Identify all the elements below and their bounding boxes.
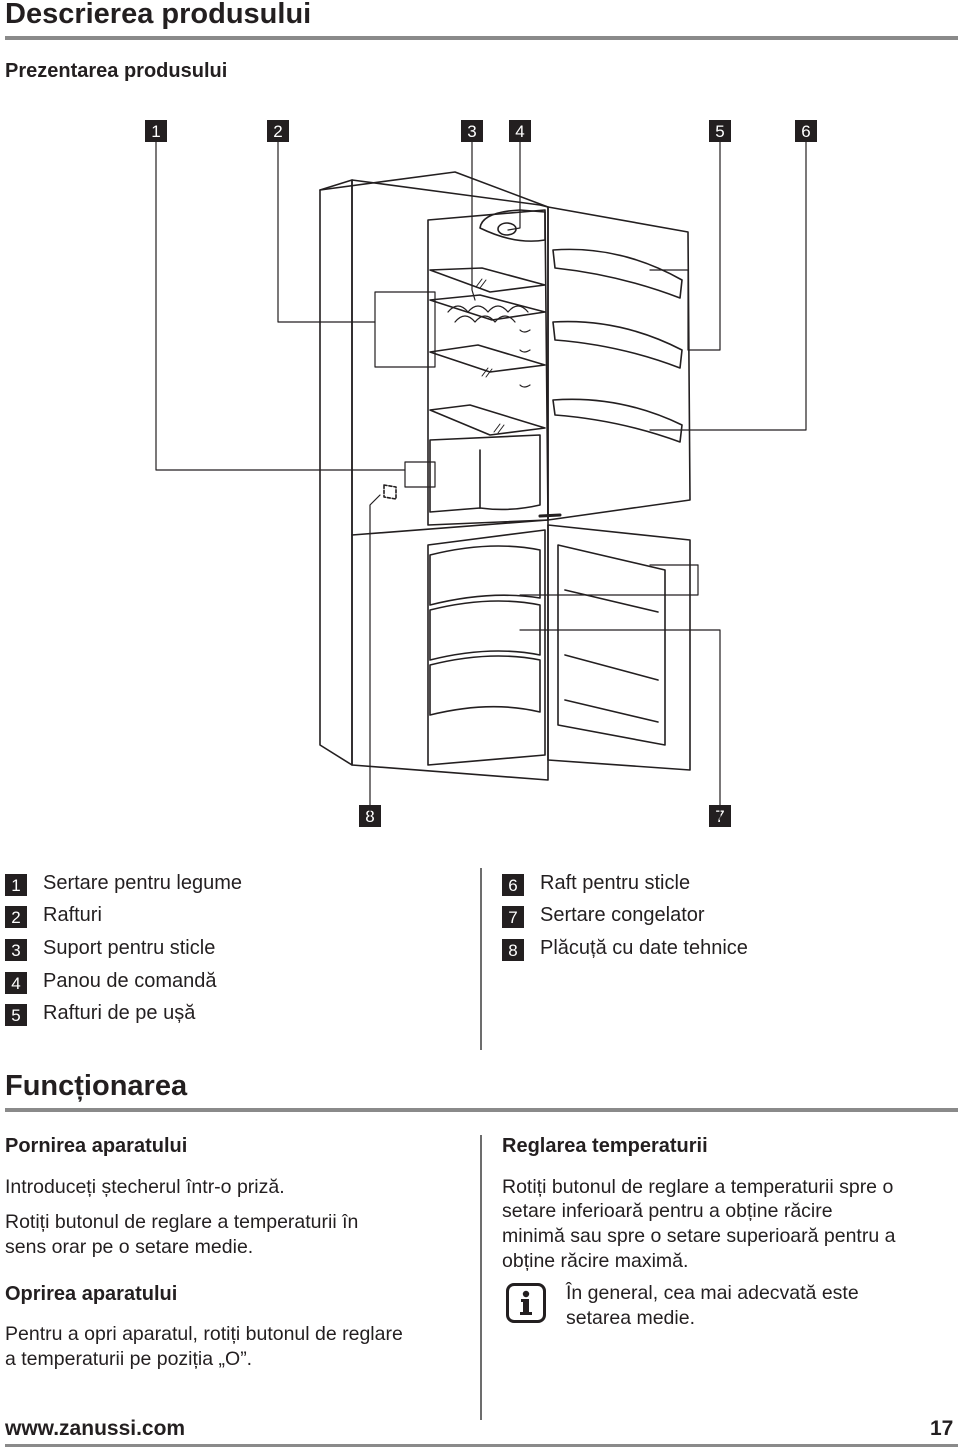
callout-2: 2: [267, 120, 289, 142]
page-title: Descrierea produsului: [5, 0, 312, 30]
legend-label-2: Rafturi: [43, 904, 102, 926]
legend-num-7: 7: [502, 906, 524, 928]
legend-label-7: Sertare congelator: [540, 904, 705, 926]
legend-label-5: Rafturi de pe ușă: [43, 1002, 196, 1024]
legend-num-3: 3: [5, 939, 27, 961]
footer-rule: [5, 1444, 958, 1447]
legend-label-8: Plăcuță cu date tehnice: [540, 937, 748, 959]
callout-3: 3: [461, 120, 483, 142]
callout-1: 1: [145, 120, 167, 142]
stop-text-a: Pentru a opri aparatul, rotiți butonul d…: [5, 1323, 403, 1345]
legend-label-1: Sertare pentru legume: [43, 872, 243, 894]
legend-label-6: Raft pentru sticle: [540, 872, 691, 894]
note-text-b: setarea medie.: [566, 1307, 695, 1329]
temp-text-c: minimă sau spre o setare superioară pent…: [502, 1225, 896, 1247]
section-subtitle: Prezentarea produsului: [5, 60, 228, 82]
legend-num-8: 8: [502, 939, 524, 961]
heading-start-appliance: Pornirea aparatului: [5, 1135, 188, 1157]
callout-5: 5: [709, 120, 731, 142]
legend-num-5: 5: [5, 1004, 27, 1026]
heading-stop-appliance: Oprirea aparatului: [5, 1283, 178, 1305]
section-rule: [5, 1108, 958, 1112]
callout-6: 6: [795, 120, 817, 142]
start-text-2a: Rotiți butonul de reglare a temperaturii…: [5, 1211, 359, 1233]
footer-url: www.zanussi.com: [5, 1417, 186, 1440]
legend-num-1: 1: [5, 874, 27, 896]
heading-temperature: Reglarea temperaturii: [502, 1135, 708, 1157]
legend-num-2: 2: [5, 906, 27, 928]
temp-text-b: setare inferioară pentru a obține răcire: [502, 1200, 833, 1222]
legend-divider: [480, 868, 482, 1050]
start-text-2b: sens orar pe o setare medie.: [5, 1236, 254, 1258]
legend-num-6: 6: [502, 874, 524, 896]
temp-text-a: Rotiți butonul de reglare a temperaturii…: [502, 1176, 894, 1198]
note-text-a: În general, cea mai adecvată este: [566, 1282, 859, 1304]
start-text-1: Introduceți ștecherul într-o priză.: [5, 1176, 285, 1198]
page-number: 17: [930, 1417, 954, 1440]
fridge-illustration: [155, 141, 807, 820]
title-rule: [5, 36, 958, 40]
stop-text-b: a temperaturii pe poziția „O”.: [5, 1348, 253, 1370]
legend-label-3: Suport pentru sticle: [43, 937, 216, 959]
legend-label-4: Panou de comandă: [43, 970, 217, 992]
section-title: Funcționarea: [5, 1070, 188, 1102]
legend-num-4: 4: [5, 972, 27, 994]
info-icon: [506, 1283, 546, 1323]
callout-4: 4: [509, 120, 531, 142]
temp-text-d: obține răcire maximă.: [502, 1250, 689, 1272]
column-divider: [480, 1135, 482, 1420]
